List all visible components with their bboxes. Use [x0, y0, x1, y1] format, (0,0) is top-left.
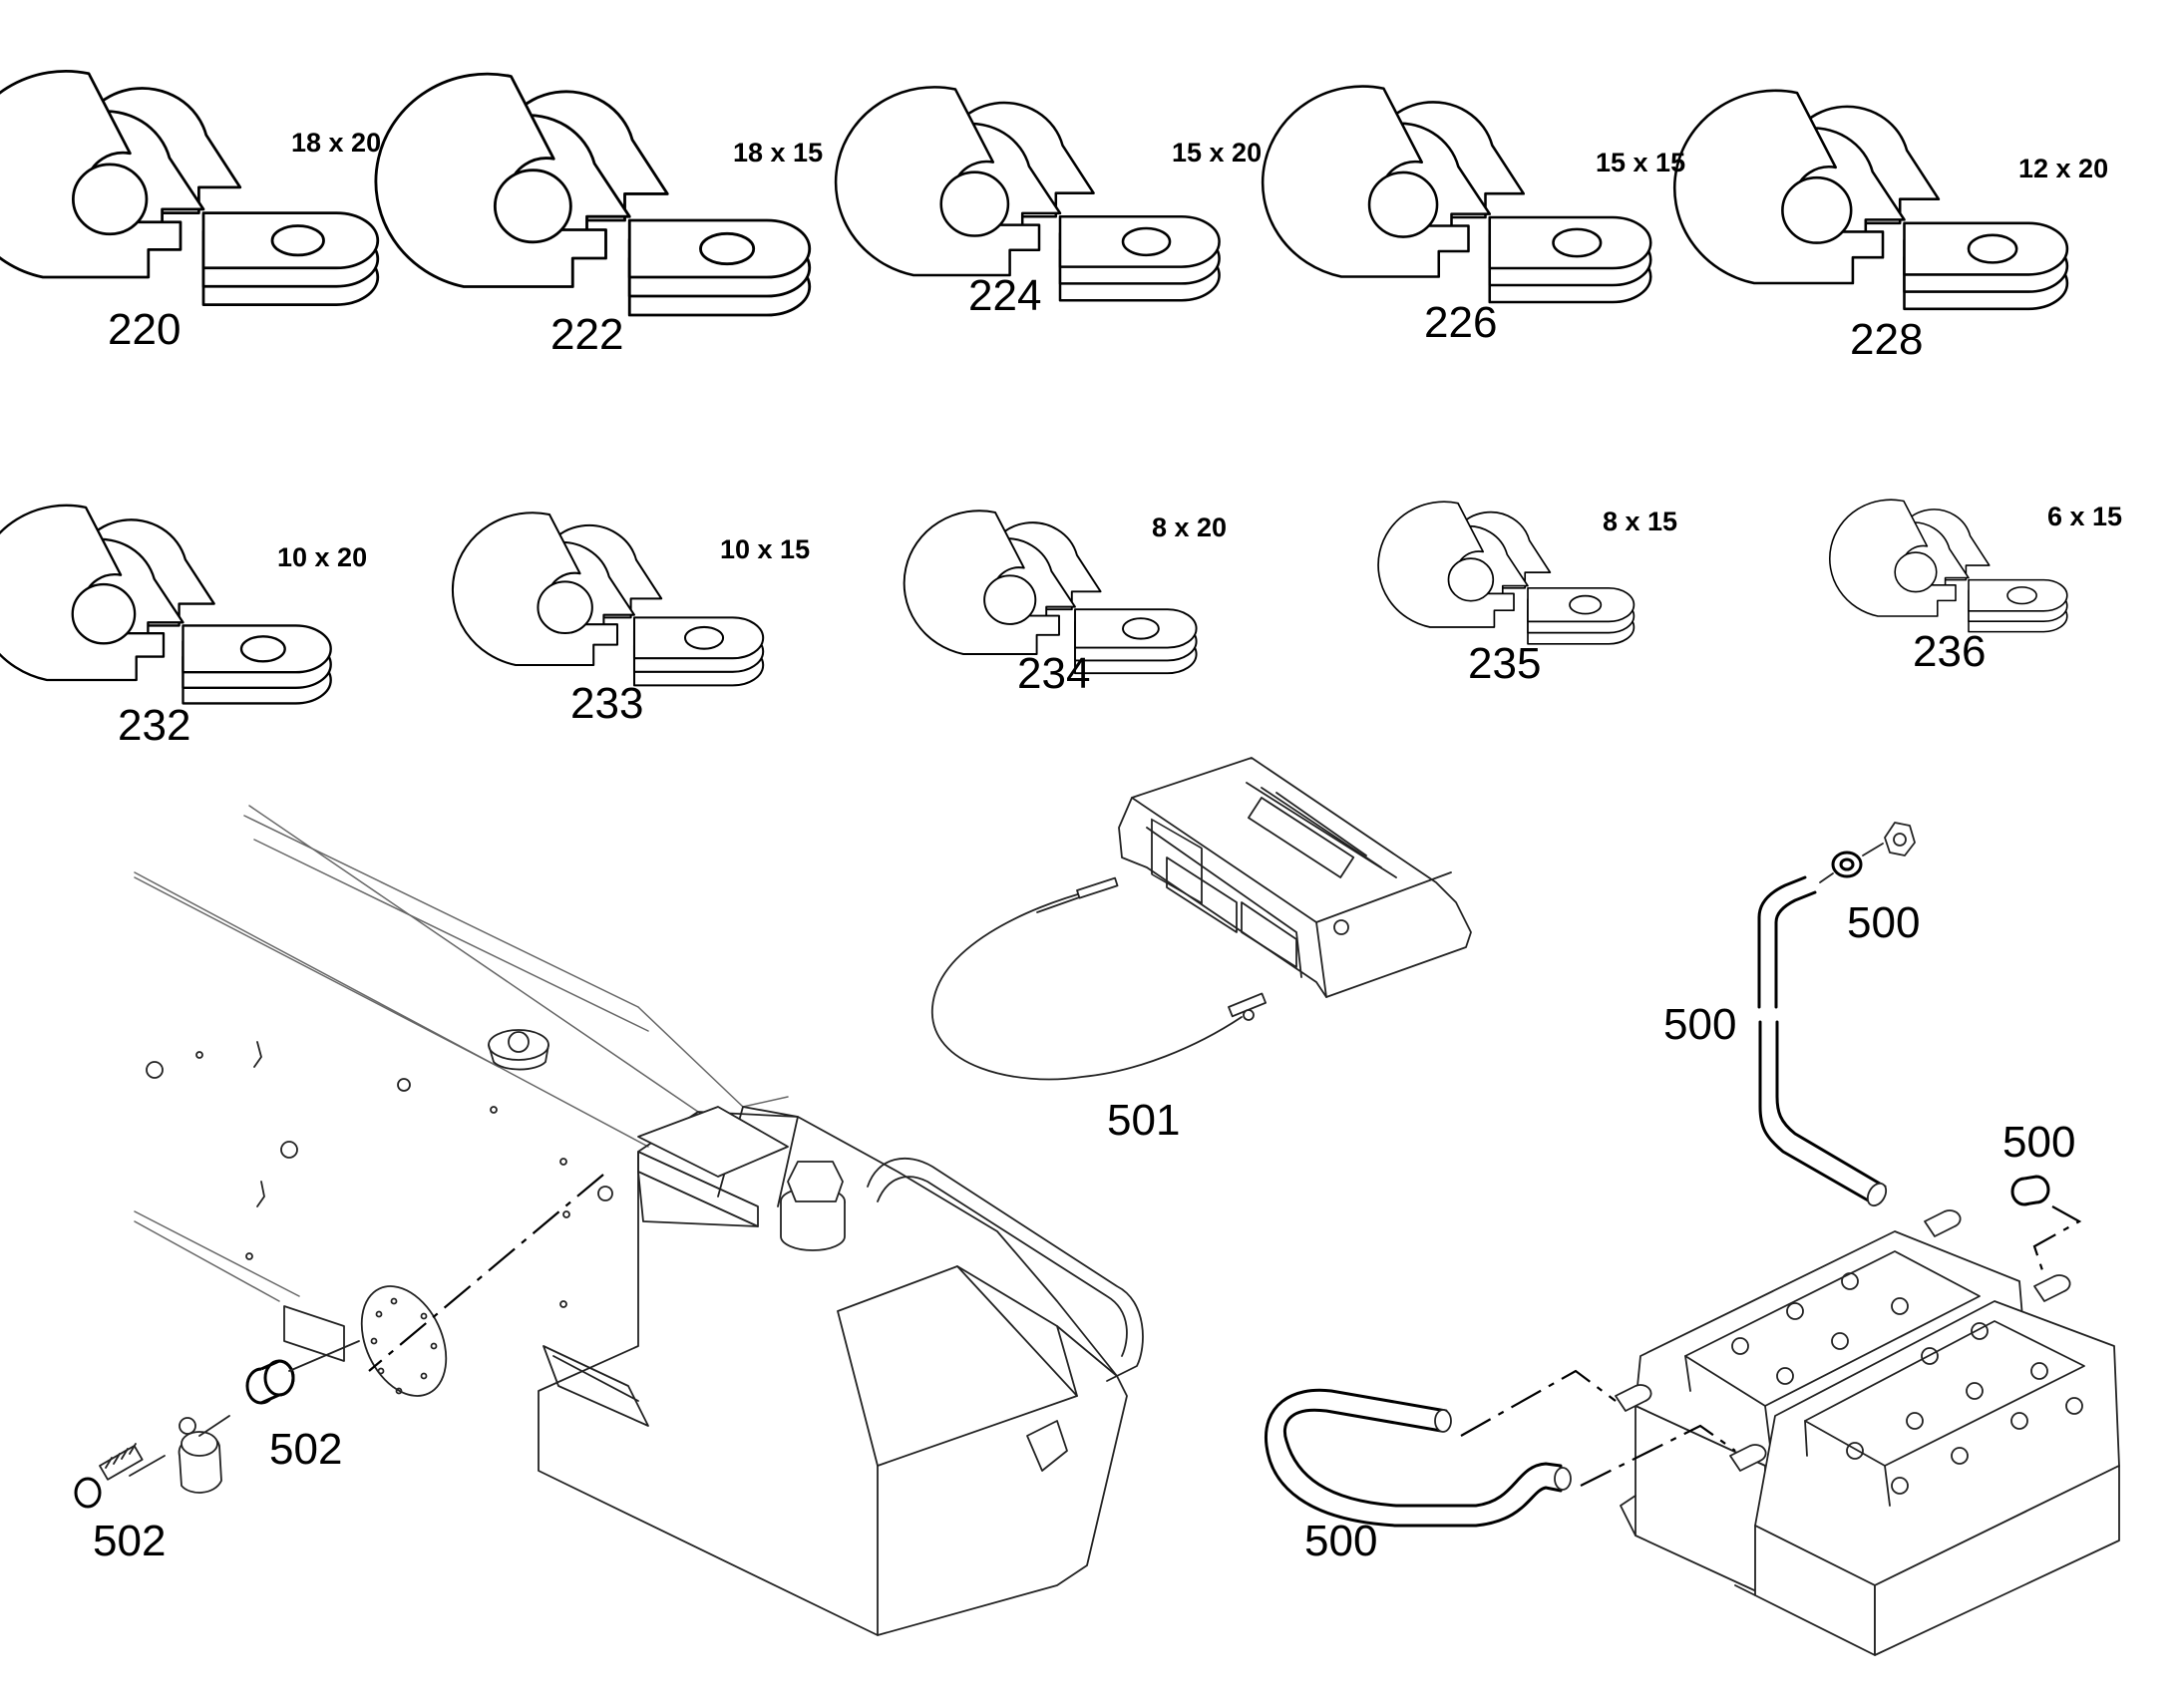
clamp-ref-label: 236 — [1913, 627, 1986, 676]
callout-502-bushing: 502 — [269, 1425, 342, 1474]
callout-501: 501 — [1107, 1096, 1180, 1145]
clamp-232 — [0, 504, 332, 705]
battery-pair — [1615, 1209, 2120, 1656]
clamp-ref-label: 234 — [1017, 649, 1090, 698]
clamp-228 — [1672, 89, 2069, 311]
plug-500 — [2010, 1175, 2082, 1277]
clamp-size-label: 10 x 15 — [720, 534, 810, 564]
clamp-size-label: 10 x 20 — [277, 542, 367, 572]
clip-502 — [178, 1417, 222, 1494]
hose-vertical — [1757, 875, 1888, 1207]
clamp-size-label: 18 x 20 — [291, 128, 381, 158]
clamp-ref-label: 226 — [1424, 298, 1497, 347]
clamp-ref-label: 233 — [570, 679, 643, 728]
clamp-222 — [374, 72, 812, 317]
clamp-size-label: 6 x 15 — [2047, 502, 2122, 531]
callout-500-plug: 500 — [2002, 1118, 2075, 1167]
control-unit — [1118, 757, 1472, 998]
callout-500-nut: 500 — [1847, 898, 1920, 947]
clamp-226 — [1261, 85, 1652, 304]
clamp-size-label: 18 x 15 — [733, 138, 823, 168]
cable — [931, 876, 1268, 1081]
hose-bottom — [1264, 1369, 1736, 1528]
clamp-233 — [451, 512, 765, 687]
screw-502 — [74, 1443, 144, 1509]
clamp-220 — [0, 69, 380, 306]
callout-500-hose: 500 — [1663, 1000, 1736, 1049]
clamp-ref-label: 232 — [118, 701, 190, 750]
bushing-502 — [245, 1359, 295, 1405]
callout-500-bottom-hose: 500 — [1304, 1517, 1377, 1565]
clamp-size-label: 15 x 15 — [1596, 148, 1685, 177]
clamp-size-label: 15 x 20 — [1172, 138, 1262, 168]
nut-500 — [1819, 822, 1916, 883]
clamp-ref-label: 220 — [108, 305, 181, 354]
clamp-ref-label: 235 — [1468, 639, 1541, 688]
callout-502-screw: 502 — [93, 1517, 166, 1565]
clamp-ref-label: 224 — [968, 271, 1041, 320]
clamp-ref-label: 222 — [550, 310, 623, 359]
clamp-size-label: 12 x 20 — [2018, 154, 2108, 183]
clamp-ref-label: 228 — [1850, 315, 1923, 364]
clamp-235 — [1377, 501, 1635, 645]
boom-assembly — [134, 805, 1144, 1636]
clamp-size-label: 8 x 15 — [1603, 507, 1677, 536]
clamp-236 — [1828, 499, 2068, 633]
clamp-224 — [834, 86, 1221, 302]
clamp-size-label: 8 x 20 — [1152, 512, 1227, 542]
